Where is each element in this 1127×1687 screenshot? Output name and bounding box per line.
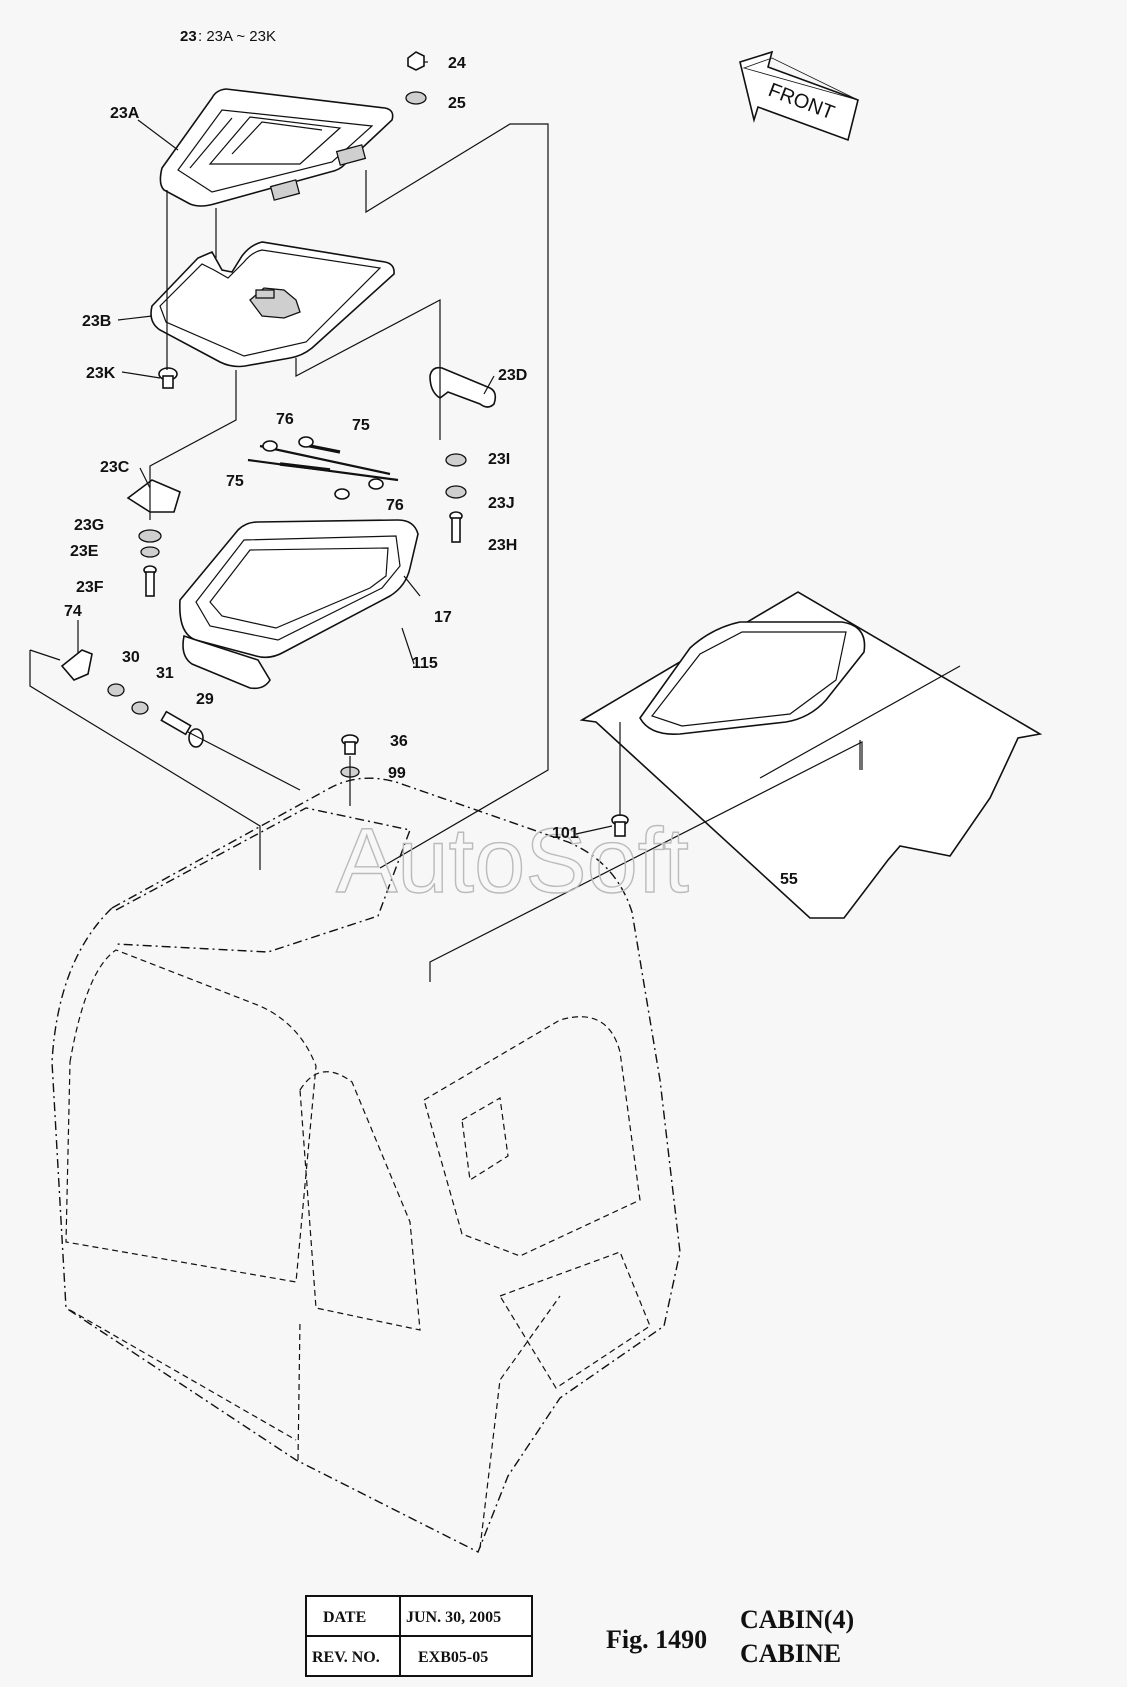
bolt-23H [449,511,463,543]
callout-23J: 23J [488,495,515,512]
washer-23E [140,546,160,558]
washer-23I [445,453,467,467]
bracket-23C [126,479,181,513]
callout-17: 17 [434,609,452,626]
latch-74 [60,649,93,681]
washer-23G [138,529,162,543]
hatch-frame [150,241,395,368]
handle-23D [429,366,497,408]
washer-25 [405,91,427,105]
callout-29: 29 [196,691,214,708]
title-block: DATE JUN. 30, 2005 REV. NO. EXB05-05 [305,1595,533,1677]
callout-101: 101 [552,825,579,842]
washer-23J [445,485,467,499]
callout-55: 55 [780,871,798,888]
callout-76-bottom: 76 [386,497,404,514]
callout-23H: 23H [488,537,517,554]
bolt-101 [611,814,629,837]
rev-value: EXB05-05 [418,1649,488,1666]
callout-23G: 23G [74,517,104,534]
front-arrow-icon [739,50,859,142]
callout-23A: 23A [110,105,140,122]
callout-23K: 23K [86,365,116,382]
ring-76c [334,488,350,500]
cabin-body [51,777,681,1553]
date-label: DATE [323,1609,366,1626]
callout-23I: 23I [488,451,510,468]
figure-title-fr: CABINE [740,1639,841,1668]
figure-title-en: CABIN(4) [740,1605,854,1634]
nut-24 [407,51,425,71]
callout-23C: 23C [100,459,130,476]
washer-31 [131,701,149,715]
callout-99: 99 [388,765,406,782]
callout-76-top: 76 [276,411,294,428]
callout-23D: 23D [498,367,527,384]
callout-36: 36 [390,733,408,750]
callout-75-top: 75 [352,417,370,434]
bolt-23K [158,367,178,389]
leader-lines [29,123,863,982]
date-value: JUN. 30, 2005 [406,1609,501,1626]
washer-30 [107,683,125,697]
ring-76b [298,436,314,448]
callout-25: 25 [448,95,466,112]
figure-number: Fig. 1490 [606,1625,707,1654]
assembly-range: : 23A ~ 23K [198,28,276,45]
assembly-number: 23 [180,28,197,45]
glass-frame-17 [179,519,419,659]
callout-74: 74 [64,603,82,620]
ring-76a [262,440,278,452]
bolt-23F [143,565,157,597]
bolt-29 [160,710,204,748]
callout-23E: 23E [70,543,99,560]
callout-75-bottom: 75 [226,473,244,490]
gas-strut-lower [247,458,399,482]
rev-label: REV. NO. [312,1649,380,1666]
callout-23B: 23B [82,313,111,330]
watermark-text: AutoSoft [336,810,689,912]
hatch-lid [159,88,394,207]
ring-76d [368,478,384,490]
callout-30: 30 [122,649,140,666]
seal-115 [182,634,271,690]
callout-24: 24 [448,55,466,72]
callout-23F: 23F [76,579,104,596]
callout-31: 31 [156,665,174,682]
callout-115: 115 [412,655,438,672]
roof-cover-55 [579,591,1043,919]
callout-leaders [77,61,613,835]
bolt-36 [341,734,359,755]
callout-labels: 23A 24 25 23B 23K 23D 76 75 75 76 23I 23… [64,55,798,888]
